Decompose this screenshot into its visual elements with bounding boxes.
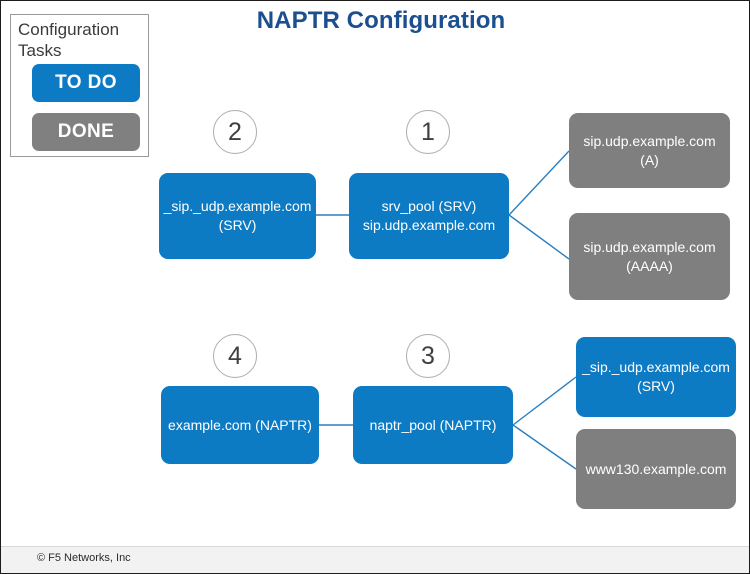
node-example-com-naptr[interactable]: example.com (NAPTR) xyxy=(161,386,319,464)
legend-done-swatch: DONE xyxy=(32,113,140,151)
configuration-tasks-legend: Configuration Tasks TO DO DONE xyxy=(10,14,149,157)
node-sip-udp-aaaa[interactable]: sip.udp.example.com (AAAA) xyxy=(569,213,730,300)
legend-todo-swatch: TO DO xyxy=(32,64,140,102)
node-sip-udp-srv[interactable]: _sip._udp.example.com (SRV) xyxy=(159,173,316,259)
step-circle-1: 1 xyxy=(406,110,450,154)
step-circle-3: 3 xyxy=(406,334,450,378)
node-sip-udp-srv-ref[interactable]: _sip._udp.example.com (SRV) xyxy=(576,337,736,417)
node-srv-pool[interactable]: srv_pool (SRV) sip.udp.example.com xyxy=(349,173,509,259)
legend-heading: Configuration Tasks xyxy=(18,20,120,60)
step-circle-2: 2 xyxy=(213,110,257,154)
node-www130-example-com[interactable]: www130.example.com xyxy=(576,429,736,509)
page-title: NAPTR Configuration xyxy=(256,7,506,34)
node-sip-udp-a[interactable]: sip.udp.example.com (A) xyxy=(569,113,730,188)
step-circle-4: 4 xyxy=(213,334,257,378)
footer-band: © F5 Networks, Inc xyxy=(1,546,749,573)
copyright-text: © F5 Networks, Inc xyxy=(37,552,131,564)
node-naptr-pool[interactable]: naptr_pool (NAPTR) xyxy=(353,386,513,464)
